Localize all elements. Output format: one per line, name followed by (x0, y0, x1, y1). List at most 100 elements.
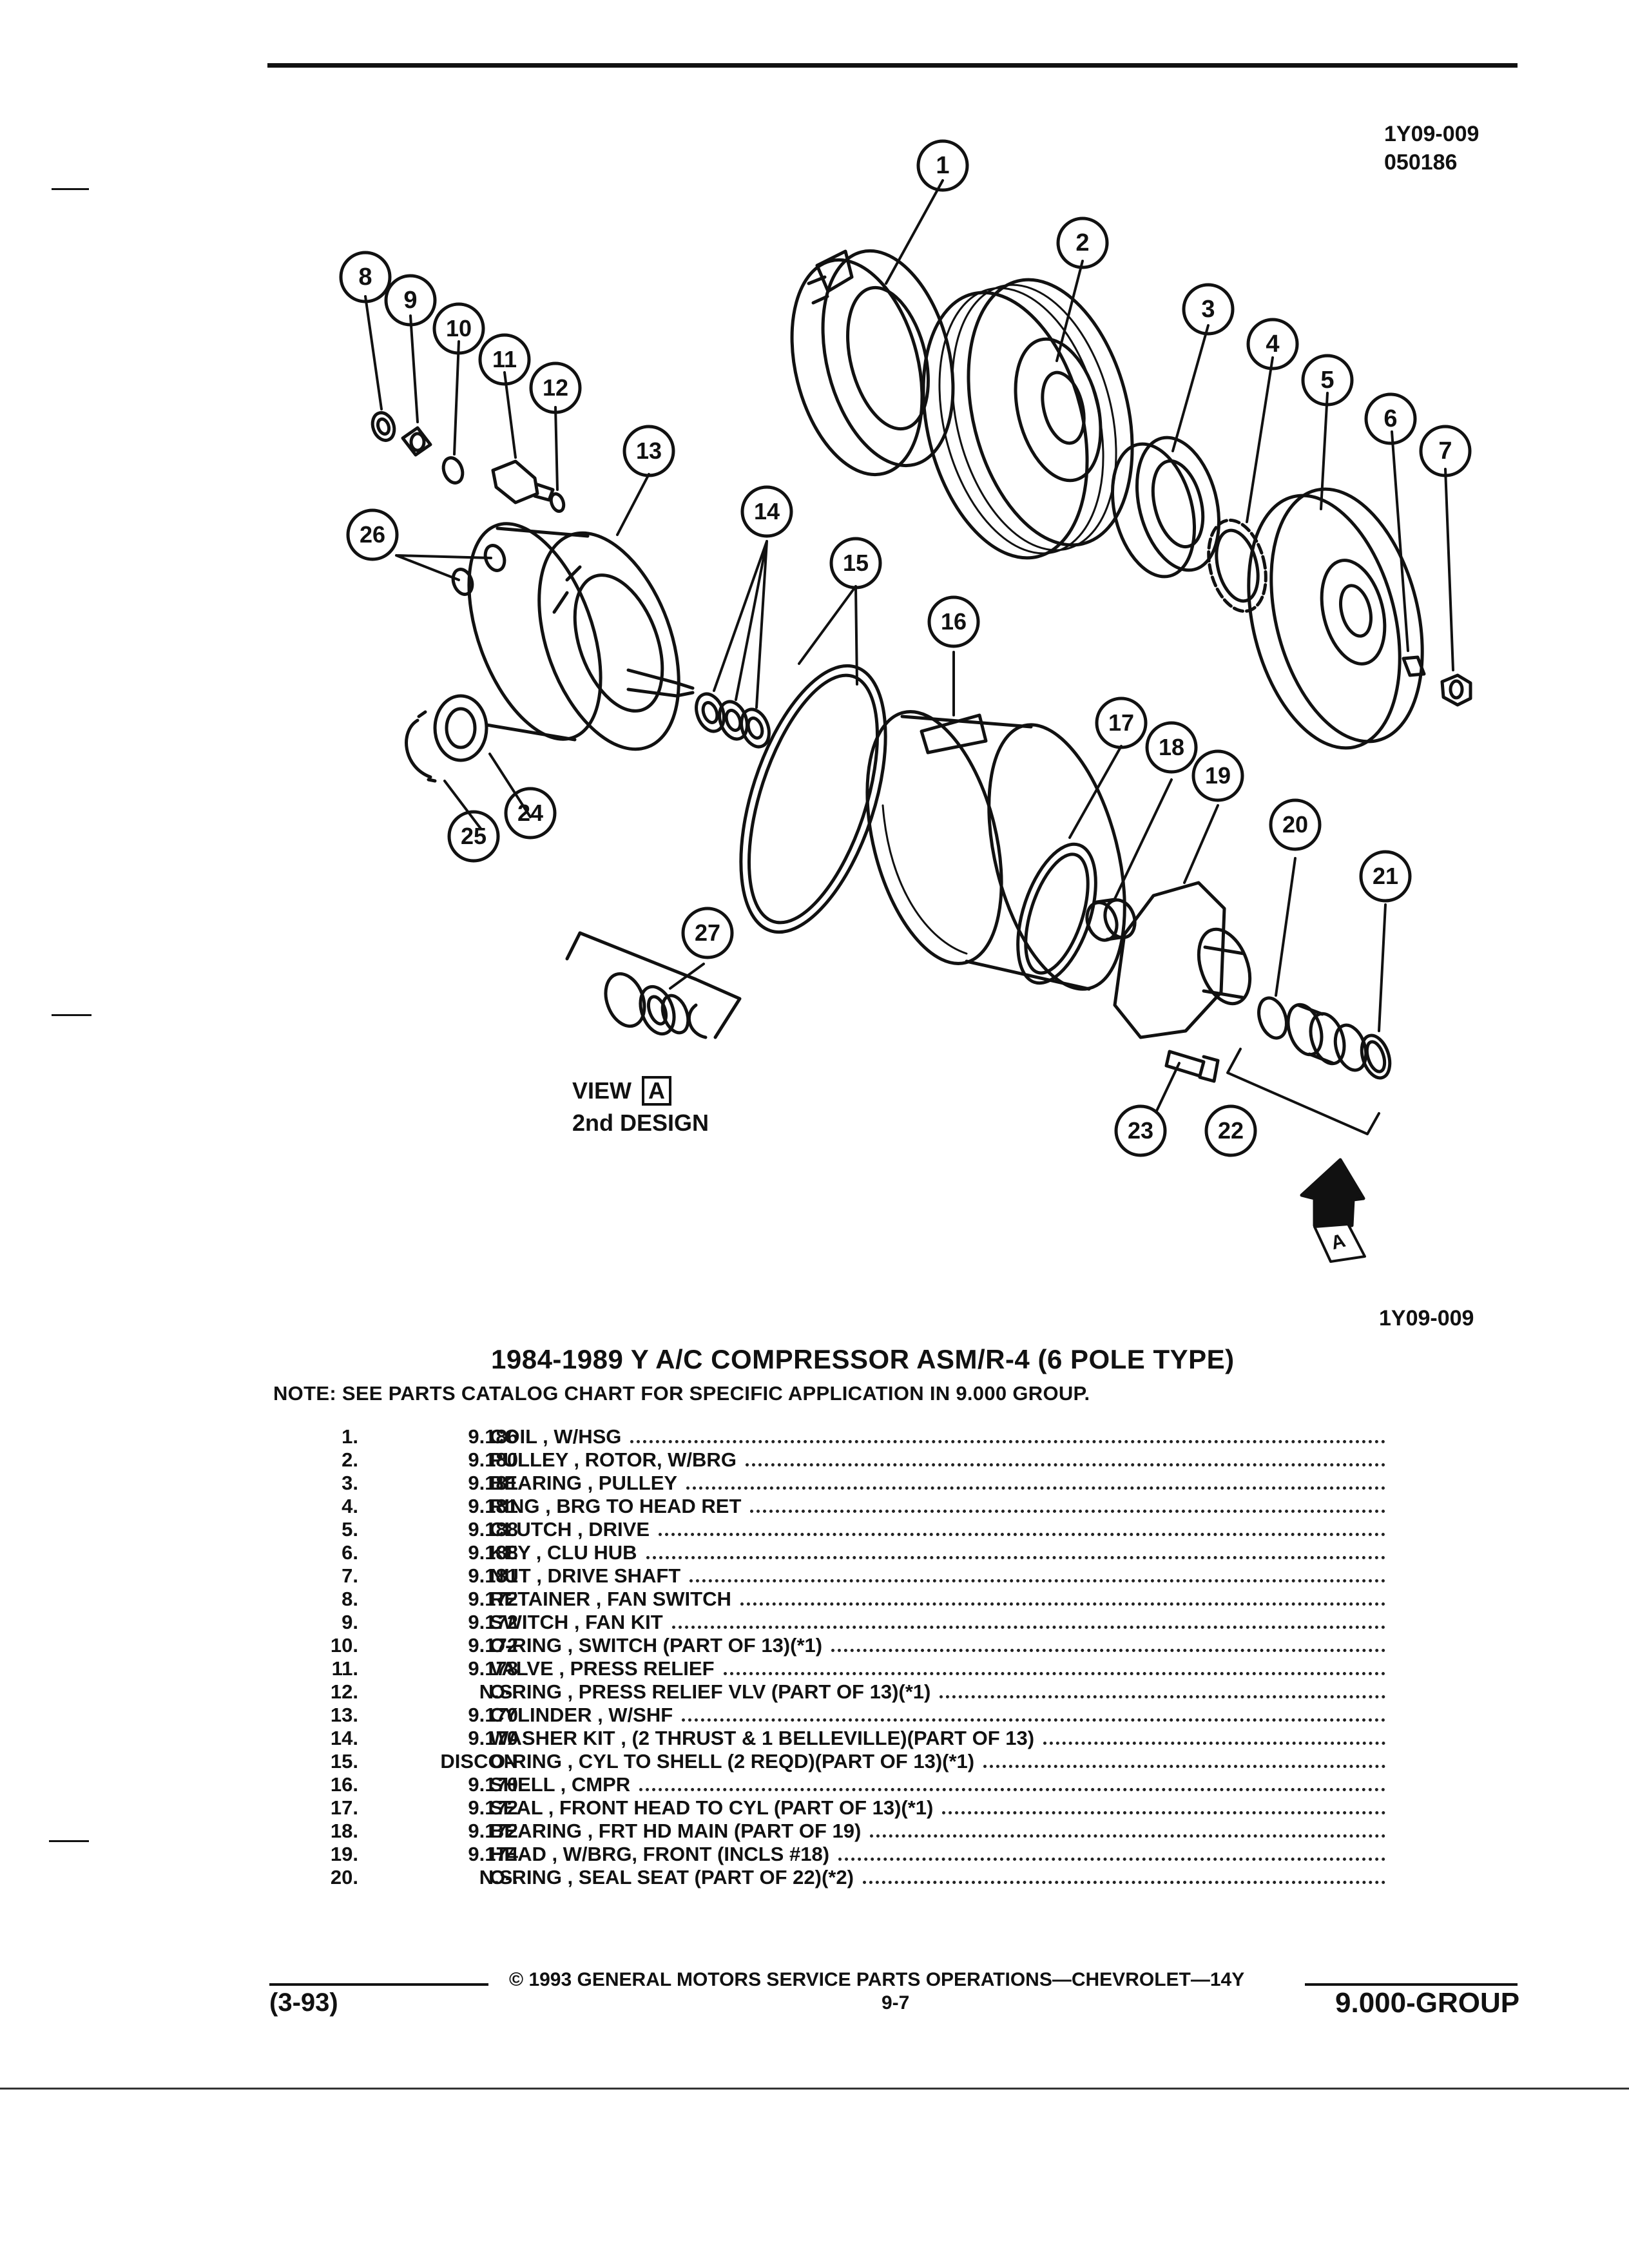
part-number: 9. (342, 1611, 358, 1633)
view-arrow (1300, 1158, 1365, 1227)
part-description-text: O-RING , SEAL SEAT (PART OF 22)(*2) (490, 1866, 854, 1888)
group-label: 9.000-GROUP (1335, 1987, 1520, 2019)
dot-leader (740, 1588, 1385, 1606)
parts-row: 12.N.S.O-RING , PRESS RELIEF VLV (PART O… (303, 1680, 1385, 1704)
part-description: VALVE , PRESS RELIEF (490, 1657, 1385, 1680)
part-snap-ring-25 (405, 710, 437, 783)
part-number: 8. (342, 1588, 358, 1610)
view-letter-box: A (642, 1076, 672, 1106)
view-label-text: VIEW (572, 1077, 632, 1104)
part-description: O-RING , PRESS RELIEF VLV (PART OF 13)(*… (490, 1680, 1385, 1704)
callout-4: 4 (1266, 331, 1280, 358)
drawing-date: 050186 (1384, 150, 1458, 175)
part-description: RETAINER , FAN SWITCH (490, 1588, 1385, 1611)
part-description: SHELL , CMPR (490, 1773, 1385, 1796)
view-label: VIEW A (572, 1076, 672, 1106)
dot-leader (831, 1634, 1385, 1652)
scan-edge-line (0, 2088, 1629, 2090)
part-retaining-ring (1207, 518, 1268, 613)
part-description: BEARING , FRT HD MAIN (PART OF 19) (490, 1820, 1385, 1843)
part-front-head-bearing (1085, 898, 1137, 942)
dot-leader (682, 1704, 1385, 1722)
callout-10: 10 (445, 315, 472, 341)
callout-20: 20 (1282, 811, 1309, 838)
part-group: 9.172 (468, 1820, 518, 1842)
part-number: 16. (330, 1773, 358, 1796)
part-description-text: HEAD , W/BRG, FRONT (INCLS #18) (490, 1843, 830, 1865)
callout-18: 18 (1158, 734, 1185, 760)
part-snap-ring-21 (1360, 1033, 1392, 1080)
part-number: 2. (342, 1448, 358, 1471)
part-description-text: VALVE , PRESS RELIEF (490, 1657, 715, 1680)
footer-rule-right (1305, 1983, 1518, 1986)
callout-8: 8 (358, 264, 372, 291)
part-nut (1440, 673, 1472, 707)
part-o-ring-relief-valve (549, 492, 566, 514)
part-clutch-drive (1247, 487, 1424, 750)
part-group: 9.181 (468, 1472, 518, 1494)
dot-leader (745, 1448, 1385, 1466)
part-group: DISCON (440, 1750, 518, 1773)
callout-17: 17 (1108, 709, 1135, 736)
part-group: 9.188 (468, 1518, 518, 1541)
part-coil (790, 249, 955, 477)
callout-11: 11 (492, 346, 517, 372)
part-group: 9.170 (468, 1704, 518, 1726)
part-front-head-seal (1016, 842, 1097, 985)
view-design-label: 2nd DESIGN (572, 1110, 709, 1136)
callout-22: 22 (1217, 1117, 1244, 1144)
part-description: CYLINDER , W/SHF (490, 1704, 1385, 1727)
callout-23: 23 (1127, 1117, 1154, 1144)
margin-tick (49, 1840, 89, 1842)
part-number: 7. (342, 1564, 358, 1587)
dot-leader (1043, 1727, 1385, 1745)
callout-21: 21 (1372, 863, 1399, 889)
part-description: CLUTCH , DRIVE (490, 1518, 1385, 1541)
part-group: 9.170 (468, 1727, 518, 1749)
callout-14: 14 (753, 498, 780, 524)
callout-9: 9 (403, 287, 418, 314)
dot-leader (940, 1680, 1385, 1698)
part-bolt (1164, 1050, 1220, 1083)
part-pulley (921, 278, 1134, 560)
part-fan-switch (401, 426, 432, 457)
part-number: 17. (330, 1796, 358, 1819)
part-cylinder (467, 522, 695, 751)
part-group: 9.172 (468, 1634, 518, 1657)
part-description-text: CLUTCH , DRIVE (490, 1518, 650, 1541)
part-group: 9.174 (468, 1843, 518, 1865)
callout-24: 24 (517, 800, 544, 826)
part-number: 4. (342, 1495, 358, 1517)
part-seal-24 (433, 694, 488, 762)
part-description-text: BEARING , FRT HD MAIN (PART OF 19) (490, 1820, 862, 1842)
part-group: 9.170 (468, 1773, 518, 1796)
parts-row: 20.N.S.O-RING , SEAL SEAT (PART OF 22)(*… (303, 1866, 1385, 1889)
callout-19: 19 (1204, 762, 1231, 789)
part-number: 13. (330, 1704, 358, 1726)
callout-27: 27 (694, 919, 721, 946)
part-relief-valve (491, 459, 555, 505)
part-bearing-pulley (1110, 436, 1221, 579)
part-description-text: PULLEY , ROTOR, W/BRG (490, 1448, 737, 1471)
part-description-text: SHELL , CMPR (490, 1773, 631, 1796)
part-number: 18. (330, 1820, 358, 1842)
drawing-id-bottom: 1Y09-009 (1379, 1306, 1474, 1331)
part-group: 9.172 (468, 1796, 518, 1819)
part-description: PULLEY , ROTOR, W/BRG (490, 1448, 1385, 1472)
callout-12: 12 (542, 374, 569, 401)
dot-leader (723, 1657, 1385, 1675)
dot-leader (671, 1611, 1385, 1629)
dot-leader (983, 1750, 1385, 1768)
part-description: O-RING , SEAL SEAT (PART OF 22)(*2) (490, 1866, 1385, 1889)
dot-leader (838, 1843, 1385, 1861)
